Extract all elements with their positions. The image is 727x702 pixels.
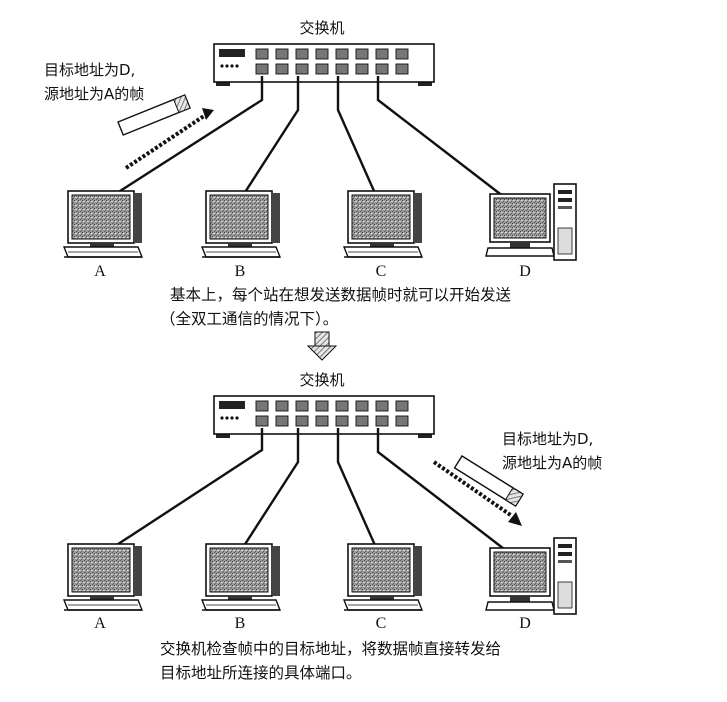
bottom-pc-label-a: A xyxy=(94,615,106,632)
cable-c xyxy=(336,76,380,201)
top-pc-label-b: B xyxy=(235,263,246,280)
top-pc-label-c: C xyxy=(376,263,387,280)
bottom-computer-b: B xyxy=(201,543,281,632)
switch-port-icon xyxy=(375,48,389,60)
bottom-frame-label-1: 目标地址为D, xyxy=(502,430,593,448)
switch-port-icon xyxy=(295,48,309,60)
desktop-computer-icon xyxy=(201,543,281,611)
switch-port-icon xyxy=(355,400,369,412)
top-pc-label-d: D xyxy=(519,263,531,280)
top-frame-label-2: 源地址为A的帧 xyxy=(44,85,144,103)
bottom-computer-a: A xyxy=(63,543,143,632)
top-pc-label-a: A xyxy=(94,263,106,280)
switch-port-icon xyxy=(395,48,409,60)
top-computer-a: A xyxy=(63,190,143,280)
top-data-frame xyxy=(117,94,191,136)
switch-port-icon xyxy=(295,415,309,427)
bottom-computer-d: D xyxy=(485,537,577,632)
top-switch-label: 交换机 xyxy=(299,19,344,37)
switch-port-icon xyxy=(355,48,369,60)
switch-port-icon xyxy=(375,63,389,75)
top-caption-1: 基本上，每个站在想发送数据帧时就可以开始发送 xyxy=(170,286,512,304)
bottom-switch-ports xyxy=(255,400,409,427)
switch-port-icon xyxy=(335,415,349,427)
switch-port-icon xyxy=(275,48,289,60)
desktop-computer-icon xyxy=(343,543,423,611)
switch-port-icon xyxy=(395,400,409,412)
switch-port-icon xyxy=(355,415,369,427)
top-computer-b: B xyxy=(201,190,281,280)
switch-port-icon xyxy=(375,415,389,427)
bottom-caption-1: 交换机检查帧中的目标地址，将数据帧直接转发给 xyxy=(160,640,501,658)
desktop-computer-icon xyxy=(63,543,143,611)
down-arrow-icon xyxy=(306,331,338,361)
cable-c xyxy=(336,428,380,553)
switch-port-icon xyxy=(335,63,349,75)
top-switch xyxy=(213,43,435,87)
bottom-pc-label-d: D xyxy=(519,615,531,632)
switch-port-icon xyxy=(275,400,289,412)
desktop-computer-icon xyxy=(63,190,143,258)
switch-port-icon xyxy=(355,63,369,75)
bottom-data-frame xyxy=(453,455,525,507)
cable-a xyxy=(105,76,264,202)
bottom-pc-label-b: B xyxy=(235,615,246,632)
cable-b xyxy=(238,76,300,201)
switch-port-icon xyxy=(275,63,289,75)
top-computer-c: C xyxy=(343,190,423,280)
cable-d xyxy=(376,76,509,201)
bottom-frame-label-2: 源地址为A的帧 xyxy=(502,454,602,472)
bottom-switch-label: 交换机 xyxy=(299,371,344,389)
switch-port-icon xyxy=(315,415,329,427)
desktop-computer-icon xyxy=(201,190,281,258)
tower-computer-icon xyxy=(485,537,577,615)
top-caption-2: （全双工通信的情况下）。 xyxy=(160,310,338,328)
bottom-computer-c: C xyxy=(343,543,423,632)
bottom-cables xyxy=(105,428,509,554)
top-computer-d: D xyxy=(485,183,577,280)
switch-port-icon xyxy=(395,63,409,75)
switch-port-icon xyxy=(295,63,309,75)
bottom-caption-2: 目标地址所连接的具体端口。 xyxy=(160,664,362,682)
desktop-computer-icon xyxy=(343,190,423,258)
switch-port-icon xyxy=(315,63,329,75)
bottom-switch xyxy=(213,395,435,439)
cable-a xyxy=(105,428,264,554)
switch-port-icon xyxy=(335,48,349,60)
top-motion-arrow xyxy=(124,108,214,170)
switch-port-icon xyxy=(255,400,269,412)
switch-port-icon xyxy=(295,400,309,412)
bottom-motion-arrow xyxy=(432,460,522,526)
cable-b xyxy=(238,428,300,553)
switch-port-icon xyxy=(315,400,329,412)
switch-port-icon xyxy=(275,415,289,427)
top-frame-label-1: 目标地址为D, xyxy=(44,61,135,79)
switch-port-icon xyxy=(255,415,269,427)
switch-port-icon xyxy=(315,48,329,60)
tower-computer-icon xyxy=(485,183,577,261)
top-panel: 交换机 目标地址为D, 源地址为A的帧 A xyxy=(44,19,577,328)
switch-port-icon xyxy=(395,415,409,427)
bottom-panel: 交换机 目标地址为D, 源地址为A的帧 A B xyxy=(63,371,602,682)
switch-port-icon xyxy=(255,48,269,60)
top-switch-ports xyxy=(255,48,409,75)
switch-port-icon xyxy=(375,400,389,412)
switch-port-icon xyxy=(335,400,349,412)
top-cables xyxy=(105,76,509,202)
bottom-pc-label-c: C xyxy=(376,615,387,632)
switch-port-icon xyxy=(255,63,269,75)
cable-d xyxy=(376,428,509,553)
